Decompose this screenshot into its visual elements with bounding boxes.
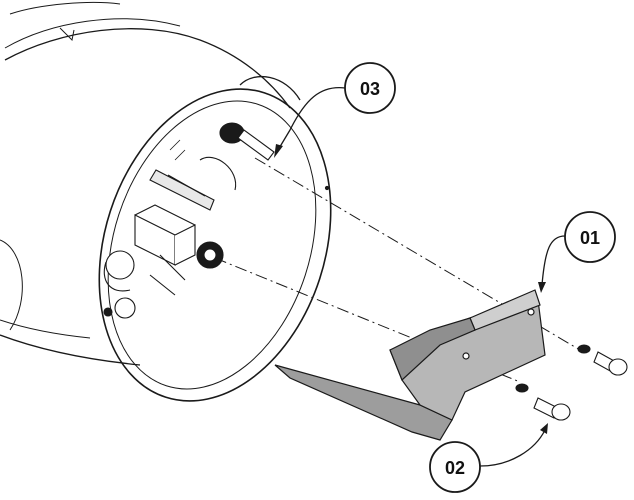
callout-02-label: 02 <box>445 458 465 478</box>
callout-01: 01 <box>564 211 616 263</box>
leader-lines <box>277 87 566 467</box>
internal-components <box>103 122 275 319</box>
bracket-part-01 <box>274 289 546 441</box>
housing-body <box>0 1 301 366</box>
callout-03: 03 <box>344 62 396 114</box>
screw-upper <box>577 344 628 376</box>
callout-01-label: 01 <box>580 228 600 248</box>
leader-arrowheads <box>274 144 548 434</box>
screw-lower <box>515 383 571 421</box>
housing-rim <box>98 88 332 402</box>
callout-03-label: 03 <box>360 79 380 99</box>
callout-02: 02 <box>429 441 481 493</box>
